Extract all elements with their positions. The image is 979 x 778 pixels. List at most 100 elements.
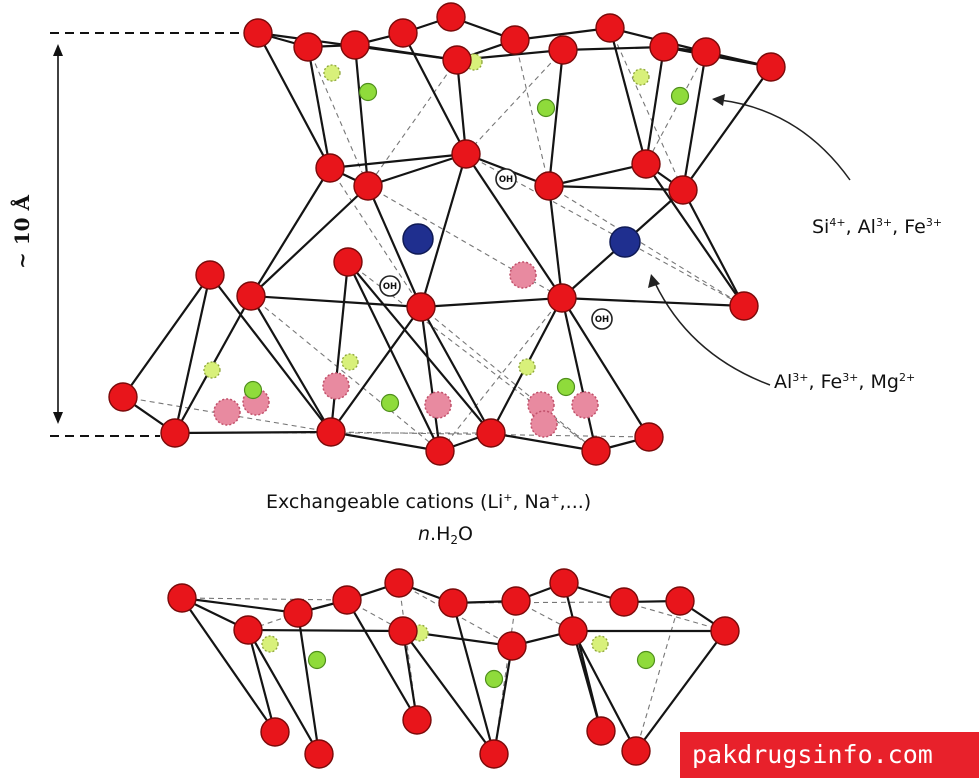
- hydroxyl-circle: [591, 308, 613, 330]
- hydroxyl-label: OH: [383, 282, 397, 292]
- hidden-edge: [609, 27, 684, 191]
- oxygen-atom: [304, 739, 334, 769]
- hidden-edge: [548, 185, 745, 307]
- oxygen-atom: [586, 716, 616, 746]
- hidden-edge: [329, 167, 422, 308]
- oxygen-atom: [406, 292, 436, 322]
- substituted-site: [424, 391, 452, 419]
- polyhedron-edge: [346, 599, 418, 721]
- oxygen-atom: [668, 175, 698, 205]
- polyhedron-edge: [562, 45, 665, 52]
- polyhedron-edge: [329, 261, 350, 433]
- oxygen-atom: [595, 13, 625, 43]
- oxygen-atom: [649, 32, 679, 62]
- octahedral-pointer-arrow: [648, 274, 771, 386]
- tetrahedral-cation: [380, 393, 400, 413]
- tetrahedral-cations-label: Si4+, Al3+, Fe3+: [812, 216, 943, 238]
- hidden-edge: [250, 295, 441, 452]
- polyhedron-edge: [561, 297, 650, 438]
- oxygen-atom: [260, 717, 290, 747]
- hidden-edge: [347, 261, 597, 452]
- oxygen-atom: [333, 247, 363, 277]
- oxygen-atom: [353, 171, 383, 201]
- oxygen-atom: [621, 736, 651, 766]
- oxygen-atom: [283, 598, 313, 628]
- polyhedron-edge: [492, 645, 514, 755]
- polyhedron-edge: [420, 296, 563, 309]
- polyhedron-edge: [353, 44, 370, 187]
- octahedral-cations-label: Al3+, Fe3+, Mg2+: [774, 371, 916, 393]
- polyhedron-edge: [247, 629, 320, 755]
- octahedral-cation: [609, 226, 641, 258]
- oxygen-atom: [497, 631, 527, 661]
- polyhedron-edge: [608, 27, 648, 165]
- hydroxyl-group: OH: [379, 275, 401, 297]
- thickness-arrow: [53, 44, 63, 424]
- tetrahedral-site: [591, 635, 609, 653]
- polyhedron-edge: [562, 582, 603, 732]
- polyhedron-edge: [514, 26, 611, 42]
- polyhedron-edge: [330, 306, 422, 433]
- tetrahedral-cation: [484, 669, 504, 689]
- hidden-edge: [367, 59, 458, 187]
- hidden-edge: [307, 46, 369, 187]
- hydroxyl-circle: [379, 275, 401, 297]
- hidden-edge: [514, 39, 550, 187]
- hydroxyl-group: OH: [495, 168, 517, 190]
- polyhedron-edge: [367, 152, 467, 188]
- tetrahedral-cation: [636, 650, 656, 670]
- polyhedron-edge: [247, 628, 404, 633]
- polyhedron-edge: [635, 630, 726, 752]
- oxygen-atom: [665, 586, 695, 616]
- tetrahedral-cation: [670, 86, 690, 106]
- oxygen-atom: [547, 283, 577, 313]
- polyhedron-edge: [329, 152, 467, 170]
- oxygen-atom: [756, 52, 786, 82]
- polyhedron-edge: [682, 66, 772, 191]
- oxygen-atom: [631, 149, 661, 179]
- oxygen-atom: [233, 615, 263, 645]
- hidden-edge: [181, 597, 348, 601]
- polyhedron-edge: [347, 261, 441, 452]
- oxygen-atom: [438, 588, 468, 618]
- oxygen-atom: [436, 2, 466, 32]
- polyhedron-edge: [354, 43, 458, 62]
- polyhedron-edge: [547, 185, 564, 299]
- oxygen-atom: [534, 171, 564, 201]
- tetrahedral-site: [632, 68, 650, 86]
- oxygen-atom: [388, 18, 418, 48]
- polyhedron-edge: [306, 46, 332, 169]
- oxygen-atom: [609, 587, 639, 617]
- atoms: OH OH OH: [108, 2, 786, 769]
- polyhedron-edge: [181, 597, 276, 733]
- oxygen-atom: [108, 382, 138, 412]
- polyhedron-edge: [250, 185, 369, 297]
- tetrahedral-site: [261, 635, 279, 653]
- interlayer-water-label: n.H2O: [418, 523, 473, 547]
- layer-thickness-label: ~ 10 Å: [10, 194, 34, 270]
- oxygen-atom: [476, 418, 506, 448]
- polyhedron-edge: [246, 629, 277, 733]
- oxygen-atom: [691, 37, 721, 67]
- hidden-edge: [645, 51, 707, 165]
- substituted-site: [322, 372, 350, 400]
- tetrahedral-pointer-arrow: [712, 94, 851, 181]
- hydroxyl-label: OH: [595, 315, 609, 325]
- polyhedron-edge: [547, 49, 565, 187]
- polyhedron-edge: [420, 306, 492, 434]
- polyhedron-edge: [681, 51, 708, 191]
- oxygen-atom: [479, 739, 509, 769]
- oxygen-atom: [729, 291, 759, 321]
- tetrahedral-site: [341, 353, 359, 371]
- oxygen-atom: [501, 586, 531, 616]
- tetrahedral-site: [203, 361, 221, 379]
- polyhedron-edge: [347, 261, 492, 434]
- tetrahedral-site: [518, 358, 536, 376]
- hidden-edge: [367, 185, 563, 299]
- octahedral-cation: [402, 223, 434, 255]
- polyhedron-edge: [561, 296, 745, 308]
- oxygen-atom: [167, 583, 197, 613]
- polyhedron-edge: [419, 153, 468, 308]
- oxygen-atom: [634, 422, 664, 452]
